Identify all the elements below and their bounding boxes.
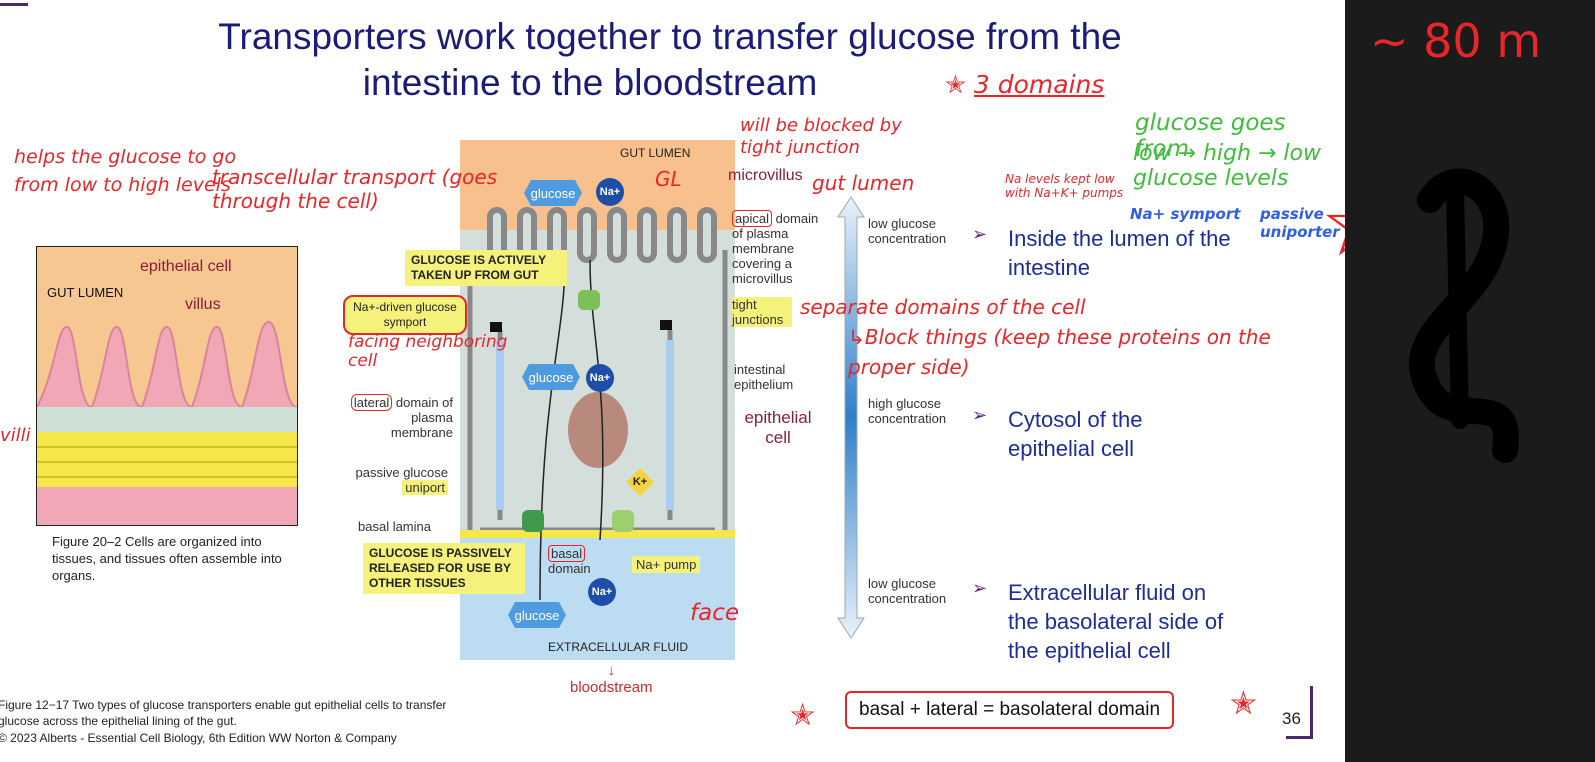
microvillus-label: microvillus — [728, 167, 803, 184]
glucose-top-icon: glucose — [524, 180, 582, 206]
annotation-na-symport: Na+ symport — [1130, 205, 1241, 223]
star-icon: ☆ — [1320, 180, 1345, 270]
slide: Transporters work together to transfer g… — [0, 3, 1345, 745]
basal-domain-label: basal domain — [548, 545, 591, 576]
figure-20-2-caption: Figure 20–2 Cells are organized into tis… — [52, 534, 282, 583]
slide-accent-line — [0, 3, 28, 6]
bullet-1: ➢ Inside the lumen of the intestine — [972, 224, 1232, 282]
bloodstream-label: ↓ bloodstream — [570, 662, 653, 696]
bullet-arrow-icon: ➢ — [972, 224, 988, 244]
annotation-will-be-blocked: will be blocked by tight junction — [740, 115, 902, 158]
bullet-arrow-icon: ➢ — [972, 405, 988, 425]
basolateral-note: basal + lateral = basolateral domain — [845, 691, 1175, 729]
page-number: 36 — [1282, 709, 1301, 728]
gradient-top-label: low glucose concentration — [868, 216, 947, 246]
annotation-side-80: ~ 80 m — [1370, 14, 1542, 68]
apical-domain-label: apical domain of plasma membrane coverin… — [732, 210, 819, 286]
annotation-villi: villi — [0, 425, 31, 446]
annotation-separate-domains: separate domains of the cell — [800, 295, 1086, 319]
bullet-arrow-icon: ➢ — [972, 578, 988, 598]
basal-lamina-label: basal lamina — [358, 519, 431, 534]
title-line-2: intestine to the bloodstream — [362, 62, 818, 103]
tissue-illustration — [37, 247, 297, 525]
na-bottom-icon: Na+ — [588, 578, 616, 606]
annotation-transcellular: transcellular transport (goes through th… — [212, 165, 498, 213]
slide-title: Transporters work together to transfer g… — [140, 14, 1200, 106]
na-mid-icon: Na+ — [586, 364, 614, 392]
down-arrow-icon: ↓ — [607, 662, 616, 679]
bullet-2: ➢ Cytosol of the epithelial cell — [972, 405, 1232, 463]
annotation-glucose-goes: glucose goes from — [1135, 110, 1286, 162]
tissue-gut-lumen-label: GUT LUMEN — [47, 285, 124, 300]
annotation-low-high-low: low → high → low glucose levels — [1133, 141, 1321, 191]
copyright-text: © 2023 Alberts - Essential Cell Biology,… — [0, 731, 397, 745]
annotation-helps-glucose: helps the glucose to go from low to high… — [14, 146, 237, 196]
gradient-arrow — [837, 195, 865, 640]
title-line-1: Transporters work together to transfer g… — [218, 16, 1122, 57]
star-icon: ✭ — [945, 70, 974, 99]
notes-side-panel: ~ 80 m — [1345, 0, 1595, 762]
star-icon: ✭ — [1230, 684, 1257, 722]
na-top-icon: Na+ — [596, 178, 624, 206]
epithelial-cell-label: epithelial cell — [744, 408, 812, 447]
tight-junctions-label: tight junctions — [732, 297, 792, 327]
passive-glucose-label: passive glucose uniport — [355, 465, 448, 495]
bullet-3: ➢ Extracellular fluid on the basolateral… — [972, 578, 1242, 665]
gradient-middle-label: high glucose concentration — [868, 396, 947, 426]
figure-tissue: GUT LUMEN — [36, 246, 298, 526]
annotation-face: face — [690, 600, 739, 626]
tissue-villus-label: villus — [185, 296, 221, 313]
lateral-domain-label: lateral domain of plasma membrane — [348, 394, 453, 440]
main-extracellular-fluid-label: EXTRACELLULAR FLUID — [548, 640, 689, 654]
gradient-bottom-label: low glucose concentration — [868, 576, 947, 606]
glucose-mid-icon: glucose — [522, 364, 580, 390]
glucose-passively-box: GLUCOSE IS PASSIVELY RELEASED FOR USE BY… — [363, 543, 525, 594]
annotation-na-levels: Na levels kept low with Na+K+ pumps — [1005, 172, 1124, 200]
side-scribble — [1408, 168, 1519, 463]
annotation-passive-uniporter: passive uniporter — [1260, 205, 1340, 241]
intestinal-epithelium-label: intestinal epithelium — [734, 362, 794, 392]
na-driven-symport-box: Na+-driven glucose symport — [343, 295, 467, 335]
glucose-bottom-icon: glucose — [508, 602, 566, 628]
annotation-three-domains: ✭ 3 domains — [945, 70, 1105, 99]
page-corner-mark — [1310, 686, 1313, 738]
star-icon: ✭ — [790, 698, 816, 733]
page-corner-mark-bottom — [1286, 736, 1313, 739]
annotation-gl: GL — [655, 167, 682, 191]
main-gut-lumen-label: GUT LUMEN — [620, 146, 691, 160]
figure-12-17-caption: Figure 12−17 Two types of glucose transp… — [0, 698, 447, 728]
bullet-3-text: Extracellular fluid on the basolateral s… — [1008, 580, 1224, 663]
annotation-block-things: ↳Block things (keep these proteins on th… — [848, 325, 1271, 379]
bullet-1-text: Inside the lumen of the intestine — [1008, 226, 1231, 280]
na-pump-label: Na+ pump — [632, 556, 701, 573]
tissue-epithelial-cell-label: epithelial cell — [140, 258, 232, 275]
gradient-arrow-shape — [837, 196, 865, 639]
glucose-actively-box: GLUCOSE IS ACTIVELY TAKEN UP FROM GUT — [405, 250, 567, 286]
annotation-facing-neighbor: facing neighboring cell — [348, 332, 508, 371]
annotation-gut-lumen: gut lumen — [812, 171, 915, 195]
bullet-2-text: Cytosol of the epithelial cell — [1008, 407, 1143, 461]
